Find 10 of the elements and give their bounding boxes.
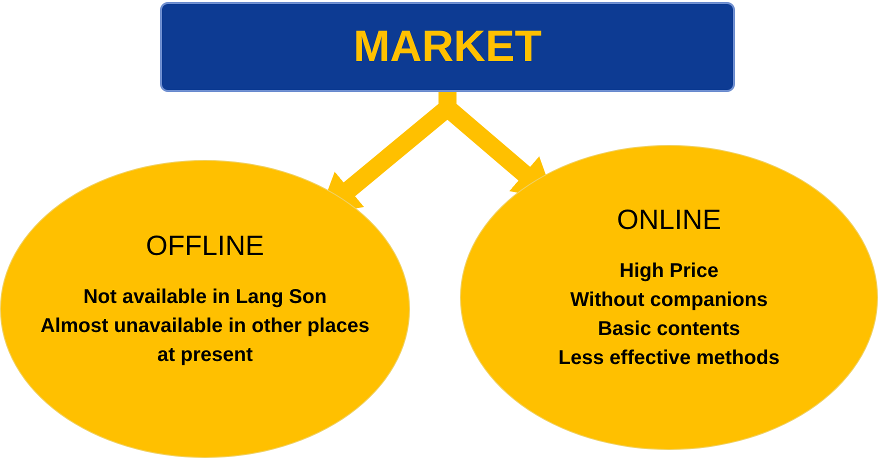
text-line: Almost unavailable in other places at present — [40, 314, 370, 368]
text-line: Not available in Lang Son — [83, 284, 327, 310]
text-line: High Price — [620, 258, 718, 284]
text-line: Basic contents — [598, 316, 740, 342]
text-line: Less effective methods — [558, 346, 780, 370]
heading: ONLINE — [616, 202, 722, 236]
heading: OFFLINE — [146, 228, 264, 262]
title-box — [160, 2, 735, 92]
text-line: Without companions — [570, 288, 768, 312]
title-text: MARKET — [353, 21, 542, 73]
